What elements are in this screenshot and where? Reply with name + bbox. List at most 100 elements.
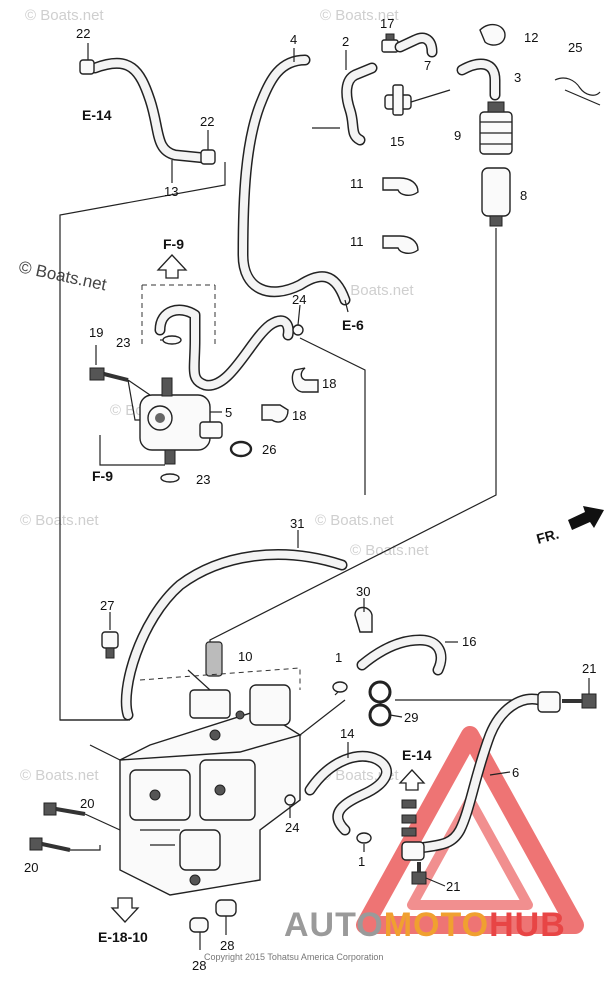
fuel-filter-9-icon bbox=[479, 101, 513, 155]
grommet-28-icon bbox=[189, 917, 209, 933]
logo-part-moto: MOTO bbox=[384, 906, 489, 944]
clamp-11-icon bbox=[382, 235, 419, 255]
connector-17-icon bbox=[381, 33, 399, 53]
callout-29: 29 bbox=[404, 710, 418, 725]
fitting-27-icon bbox=[101, 631, 119, 659]
grommet-28-icon bbox=[215, 899, 237, 917]
callout-5: 5 bbox=[225, 405, 232, 420]
clamp-1-icon bbox=[356, 832, 372, 844]
clamp-29-icon bbox=[368, 680, 392, 727]
callout-6: 6 bbox=[512, 765, 519, 780]
bolt-20-icon bbox=[29, 837, 71, 852]
front-arrow-icon bbox=[568, 506, 604, 530]
callout-27: 27 bbox=[100, 598, 114, 613]
clamp-24-icon bbox=[292, 324, 304, 336]
watermark-large: © Boats.net bbox=[17, 257, 108, 294]
callout-22: 22 bbox=[76, 26, 90, 41]
logo-part-auto: AUTO bbox=[284, 906, 384, 944]
callout-28: 28 bbox=[220, 938, 234, 953]
callout-13: 13 bbox=[164, 184, 178, 199]
callout-23: 23 bbox=[196, 472, 210, 487]
callout-14: 14 bbox=[340, 726, 354, 741]
washer-stack-icon bbox=[401, 799, 417, 837]
ref-e-18-10: E-18-10 bbox=[98, 929, 148, 945]
clamp-18-icon bbox=[291, 367, 319, 393]
callout-21: 21 bbox=[582, 661, 596, 676]
callout-22: 22 bbox=[200, 114, 214, 129]
clamp-22-icon bbox=[200, 149, 216, 165]
banjo-fitting-icon bbox=[537, 691, 561, 713]
up-arrow-icon bbox=[156, 254, 188, 279]
watermark: © Boats.net bbox=[20, 767, 99, 784]
clamp-18-icon bbox=[261, 404, 289, 423]
ref-e-14: E-14 bbox=[82, 107, 112, 123]
callout-18: 18 bbox=[292, 408, 306, 423]
callout-24: 24 bbox=[292, 292, 306, 307]
bolt-20-icon bbox=[43, 802, 86, 816]
callout-18: 18 bbox=[322, 376, 336, 391]
callout-9: 9 bbox=[454, 128, 461, 143]
watermark: © Boats.net bbox=[335, 282, 414, 299]
bolt-21-icon bbox=[562, 693, 597, 709]
watermark: © Boats.net bbox=[315, 512, 394, 529]
callout-30: 30 bbox=[356, 584, 370, 599]
bolt-19-icon bbox=[89, 367, 129, 382]
clamp-23-icon bbox=[160, 473, 180, 483]
clamp-12-icon bbox=[479, 23, 506, 46]
down-arrow-icon bbox=[110, 897, 140, 923]
callout-20: 20 bbox=[24, 860, 38, 875]
callout-26: 26 bbox=[262, 442, 276, 457]
callout-17: 17 bbox=[380, 16, 394, 31]
fuel-pump-5-icon bbox=[139, 377, 223, 465]
o-ring-26-icon bbox=[229, 440, 253, 458]
callout-24: 24 bbox=[285, 820, 299, 835]
ref-f-9: F-9 bbox=[92, 468, 113, 484]
fitting-banjo-lower-icon bbox=[401, 841, 425, 861]
watermark: © Boats.net bbox=[320, 7, 399, 24]
bolt-21-icon bbox=[411, 862, 427, 885]
callout-11: 11 bbox=[350, 234, 364, 249]
callout-20: 20 bbox=[80, 796, 94, 811]
callout-25: 25 bbox=[568, 40, 582, 55]
wire-25-icon bbox=[554, 77, 601, 106]
front-marker: FR. bbox=[535, 526, 561, 547]
logo-part-hub: HUB bbox=[489, 906, 566, 944]
inline-filter-8-icon bbox=[481, 167, 511, 227]
callout-31: 31 bbox=[290, 516, 304, 531]
copyright-text: Copyright 2015 Tohatsu America Corporati… bbox=[204, 952, 383, 962]
brand-logo: AUTOMOTOHUB bbox=[284, 906, 566, 944]
callout-7: 7 bbox=[424, 58, 431, 73]
callout-3: 3 bbox=[514, 70, 521, 85]
callout-16: 16 bbox=[462, 634, 476, 649]
ref-e-14: E-14 bbox=[402, 747, 432, 763]
rubber-sleeve-10-icon bbox=[205, 641, 223, 677]
callout-21: 21 bbox=[446, 879, 460, 894]
tee-joint-15-icon bbox=[384, 84, 451, 116]
callout-19: 19 bbox=[89, 325, 103, 340]
clamp-22-icon bbox=[79, 59, 95, 75]
clamp-24-icon bbox=[284, 794, 296, 806]
callout-15: 15 bbox=[390, 134, 404, 149]
clamp-11-icon bbox=[382, 177, 419, 197]
callout-1: 1 bbox=[335, 650, 342, 665]
ref-f-9: F-9 bbox=[163, 236, 184, 252]
watermark: © Boats.net bbox=[350, 542, 429, 559]
callout-2: 2 bbox=[342, 34, 349, 49]
callout-12: 12 bbox=[524, 30, 538, 45]
watermark: © Boats.net bbox=[25, 7, 104, 24]
up-arrow-icon bbox=[398, 769, 426, 791]
callout-28: 28 bbox=[192, 958, 206, 973]
callout-8: 8 bbox=[520, 188, 527, 203]
ref-e-6: E-6 bbox=[342, 317, 364, 333]
callout-10: 10 bbox=[238, 649, 252, 664]
callout-4: 4 bbox=[290, 32, 297, 47]
callout-11: 11 bbox=[350, 176, 364, 191]
callout-23: 23 bbox=[116, 335, 130, 350]
vapor-separator-icon bbox=[119, 684, 302, 896]
callout-1: 1 bbox=[358, 854, 365, 869]
logo-triangle-icon bbox=[356, 726, 584, 934]
clamp-30-icon bbox=[354, 606, 373, 633]
clamp-23-icon bbox=[162, 335, 182, 345]
